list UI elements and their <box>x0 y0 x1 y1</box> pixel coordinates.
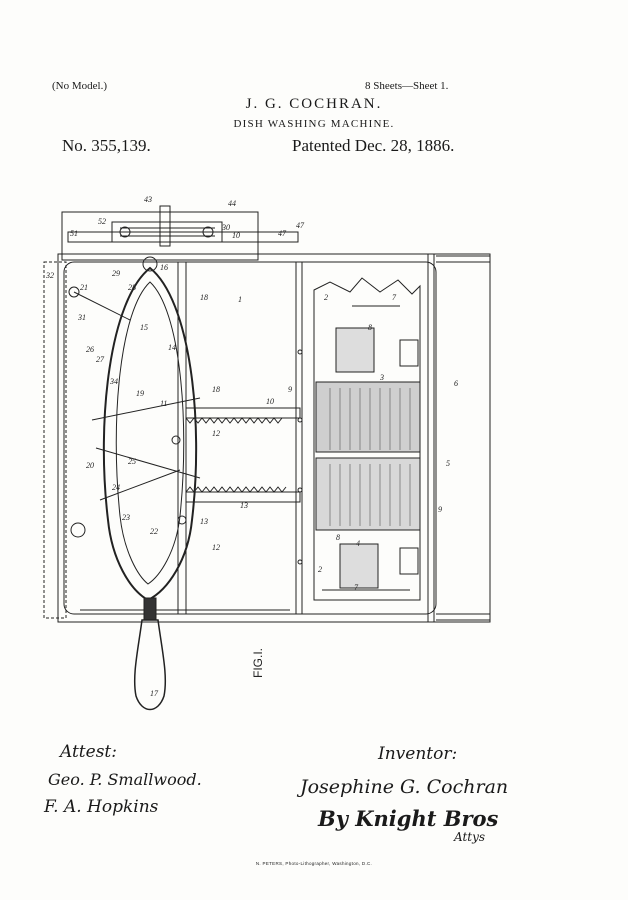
ref-numeral: 19 <box>136 389 144 398</box>
ref-numeral: 18 <box>212 385 220 394</box>
no-model-note: (No Model.) <box>52 80 107 92</box>
ref-numeral: 29 <box>112 269 120 278</box>
attest-label: Attest: <box>60 742 117 762</box>
ref-numeral: 23 <box>122 513 130 522</box>
witness-signature-2: F. A. Hopkins <box>44 797 159 817</box>
ref-numeral: 17 <box>150 689 159 698</box>
ref-numeral: 32 <box>45 271 54 280</box>
figure-label: FIG.I. <box>251 648 265 678</box>
ref-numeral: 10 <box>266 397 274 406</box>
ref-numeral: 7 <box>392 293 397 302</box>
cutaway-tank <box>313 277 421 601</box>
ref-numeral: 30 <box>221 223 230 232</box>
ref-numeral: 18 <box>200 293 208 302</box>
ref-numeral: 34 <box>109 377 118 386</box>
ref-numeral: 2 <box>318 565 322 574</box>
inventor-label: Inventor: <box>378 744 458 764</box>
toothed-racks <box>185 407 301 503</box>
top-crank-assembly <box>61 205 299 261</box>
attorneys-label: Attys <box>454 830 486 844</box>
patent-date: Patented Dec. 28, 1886. <box>292 136 455 155</box>
attorney-signature: By Knight Bros <box>318 806 499 831</box>
inventor-signature: Josephine G. Cochran <box>300 776 509 798</box>
ref-numeral: 31 <box>77 313 86 322</box>
lever-handle <box>68 256 201 711</box>
ref-numeral: 6 <box>454 379 458 388</box>
ref-numeral: 12 <box>212 429 220 438</box>
ref-numeral: 11 <box>160 399 167 408</box>
ref-numeral: 16 <box>160 263 168 272</box>
ref-numeral: 20 <box>86 461 94 470</box>
ref-numeral: 22 <box>150 527 158 536</box>
inventor-name-heading: J. G. COCHRAN. <box>245 96 383 112</box>
ref-numeral: 7 <box>354 583 359 592</box>
ref-numeral: 47 <box>278 229 287 238</box>
patent-number: No. 355,139. <box>62 136 151 155</box>
ref-numeral: 12 <box>212 543 220 552</box>
ref-numeral: 8 <box>368 323 372 332</box>
ref-numeral: 25 <box>128 457 136 466</box>
ref-numeral: 5 <box>446 459 450 468</box>
ref-numeral: 26 <box>86 345 94 354</box>
ref-numeral: 44 <box>228 199 236 208</box>
ref-numeral: 14 <box>168 343 176 352</box>
ref-numeral: 8 <box>336 533 340 542</box>
ref-numeral: 21 <box>80 283 88 292</box>
ref-numeral: 1 <box>238 295 242 304</box>
ref-numeral: 51 <box>70 229 78 238</box>
sheet-count: 8 Sheets—Sheet 1. <box>365 80 449 92</box>
printer-credit: N. PETERS, Photo-Lithographer, Washingto… <box>255 861 373 866</box>
machine-frame <box>43 253 491 623</box>
ref-numeral: 24 <box>112 483 120 492</box>
ref-numeral: 52 <box>98 217 106 226</box>
ref-numeral: 4 <box>356 539 360 548</box>
ref-numeral: 10 <box>232 231 240 240</box>
ref-numeral: 9 <box>438 505 442 514</box>
ref-numeral: 15 <box>140 323 148 332</box>
invention-title: DISH WASHING MACHINE. <box>233 118 395 130</box>
ref-numeral: 27 <box>96 355 105 364</box>
ref-numeral: 2 <box>324 293 328 302</box>
ref-numeral: 28 <box>128 283 136 292</box>
ref-numeral: 9 <box>288 385 292 394</box>
ref-numeral: 3 <box>379 373 384 382</box>
ref-numeral: 43 <box>144 195 152 204</box>
ref-numeral: 13 <box>200 517 208 526</box>
ref-numeral: 47 <box>296 221 305 230</box>
ref-numeral: 13 <box>240 501 248 510</box>
witness-signature-1: Geo. P. Smallwood. <box>48 770 202 789</box>
